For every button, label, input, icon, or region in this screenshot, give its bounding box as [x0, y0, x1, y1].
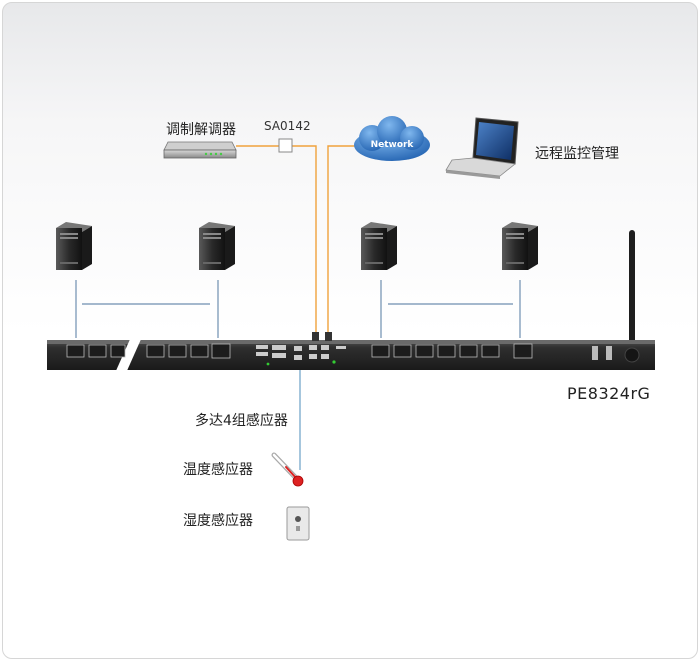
- server-icon-3: [361, 222, 397, 270]
- server-links: [75, 280, 521, 338]
- sensor-model-label: SA0142: [264, 119, 311, 133]
- modem-label: 调制解调器: [166, 122, 236, 138]
- humidity-sensor-icon: [286, 506, 310, 541]
- thermometer-icon: [271, 452, 304, 487]
- humidity-sensor-label: 湿度感应器: [183, 513, 253, 529]
- network-plug-2: [325, 332, 332, 341]
- network-label: Network: [371, 140, 415, 150]
- network-plug-1: [312, 332, 319, 341]
- antenna-icon: [629, 230, 635, 355]
- modem-icon: [163, 141, 237, 159]
- sensors-count-label: 多达4组感应器: [195, 413, 288, 429]
- temperature-sensor-label: 温度感应器: [183, 462, 253, 478]
- sa0142-adapter: [278, 138, 293, 153]
- network-cables: [236, 145, 360, 335]
- server-icon-2: [199, 222, 235, 270]
- server-icon-1: [56, 222, 92, 270]
- pdu-model-label: PE8324rG: [567, 384, 651, 403]
- network-cloud-icon: Network: [354, 116, 430, 161]
- remote-management-label: 远程监控管理: [535, 146, 619, 162]
- pdu-body: [47, 337, 655, 373]
- laptop-icon: [445, 117, 519, 179]
- server-icon-4: [502, 222, 538, 270]
